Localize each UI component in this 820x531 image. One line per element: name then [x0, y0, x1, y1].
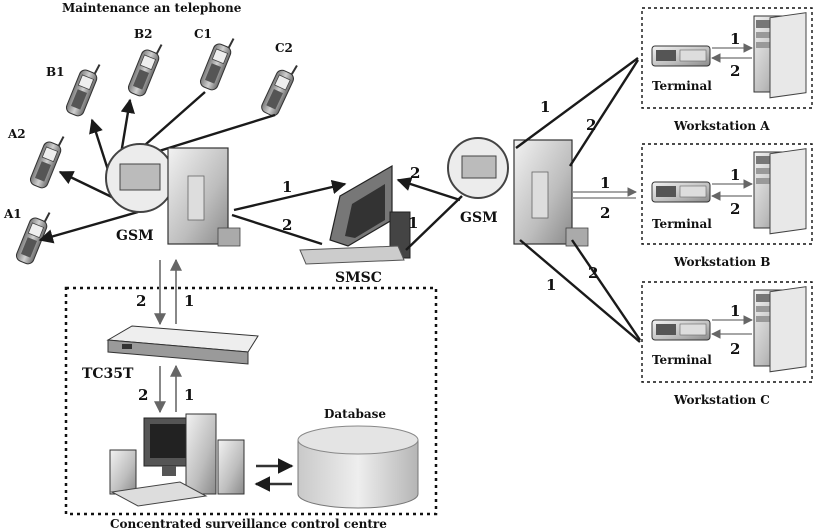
ws-c-link-1: 1: [730, 302, 740, 320]
phone-c1: C1: [194, 27, 238, 93]
workstation-c: 1 2 Terminal Workstation C: [641, 281, 813, 407]
header-label: Maintenance an telephone: [62, 1, 242, 15]
gsm-left-label: GSM: [116, 228, 154, 244]
gsm-workstation-links: 1 2 1 2 2 1: [515, 57, 641, 343]
phone-b2: B2: [125, 27, 166, 99]
ws-b-link-2: 2: [730, 200, 740, 218]
phone-a2: A2: [7, 127, 68, 191]
database-label: Database: [324, 407, 386, 421]
phone-c2-label: C2: [275, 41, 293, 55]
link-label-smsc-1: 1: [408, 214, 418, 232]
ws-b-link-1: 1: [730, 166, 740, 184]
gsm-tc35t-links: 2 1: [136, 258, 194, 326]
phone-a1-label: A1: [3, 207, 22, 221]
tc35t-device: TC35T: [82, 325, 259, 382]
phone-c1-label: C1: [194, 27, 212, 41]
phone-c2: C2: [258, 41, 301, 119]
workstation-a: 1 2 Terminal Workstation A: [641, 7, 813, 133]
ws-c-link-2: 2: [730, 340, 740, 358]
link-label-wsA-2: 2: [586, 116, 596, 134]
ws-a-terminal-label: Terminal: [652, 79, 712, 93]
tc35t-pc-links: 2 1: [138, 364, 194, 414]
smsc-terminal: SMSC: [299, 164, 411, 286]
link-label-wsB-1: 1: [600, 174, 610, 192]
link-label-1: 1: [282, 178, 292, 196]
control-computer: [109, 413, 245, 507]
link-label-smsc-2: 2: [410, 164, 420, 182]
tc35t-label: TC35T: [82, 366, 134, 382]
link-label-tc-pc-1: 1: [184, 386, 194, 404]
gsm-right-label: GSM: [460, 210, 498, 226]
link-label-wsC-1: 1: [546, 276, 556, 294]
ws-a-link-1: 1: [730, 30, 740, 48]
link-label-gsm-tc-1: 1: [184, 292, 194, 310]
pc-db-links: [254, 458, 294, 492]
phone-b2-label: B2: [134, 27, 153, 41]
link-label-wsC-2: 2: [588, 264, 598, 282]
gsm-smsc-links: 1 2 2 1: [231, 164, 463, 251]
ws-b-terminal-label: Terminal: [652, 217, 712, 231]
smsc-label: SMSC: [335, 270, 382, 286]
control-centre-box: [64, 286, 438, 516]
link-label-tc-pc-2: 2: [138, 386, 148, 404]
database-cylinder: Database: [297, 407, 419, 509]
ws-c-terminal-label: Terminal: [652, 353, 712, 367]
gsm-left-module: GSM: [105, 143, 241, 247]
gsm-right-module: GSM: [447, 137, 589, 247]
ws-a-link-2: 2: [730, 62, 740, 80]
link-label-2: 2: [282, 216, 292, 234]
phone-a1: A1: [3, 205, 54, 267]
link-label-wsB-2: 2: [600, 204, 610, 222]
link-label-gsm-tc-2: 2: [136, 292, 146, 310]
phone-a2-label: A2: [7, 127, 26, 141]
ws-b-label: Workstation B: [673, 255, 770, 269]
phone-b1: B1: [46, 57, 104, 119]
link-label-wsA-1: 1: [540, 98, 550, 116]
ws-c-label: Workstation C: [673, 393, 770, 407]
workstation-b: 1 2 Terminal Workstation B: [641, 143, 813, 269]
control-centre-label: Concentrated surveillance control centre: [110, 517, 387, 531]
ws-a-label: Workstation A: [673, 119, 770, 133]
phone-b1-label: B1: [46, 65, 65, 79]
